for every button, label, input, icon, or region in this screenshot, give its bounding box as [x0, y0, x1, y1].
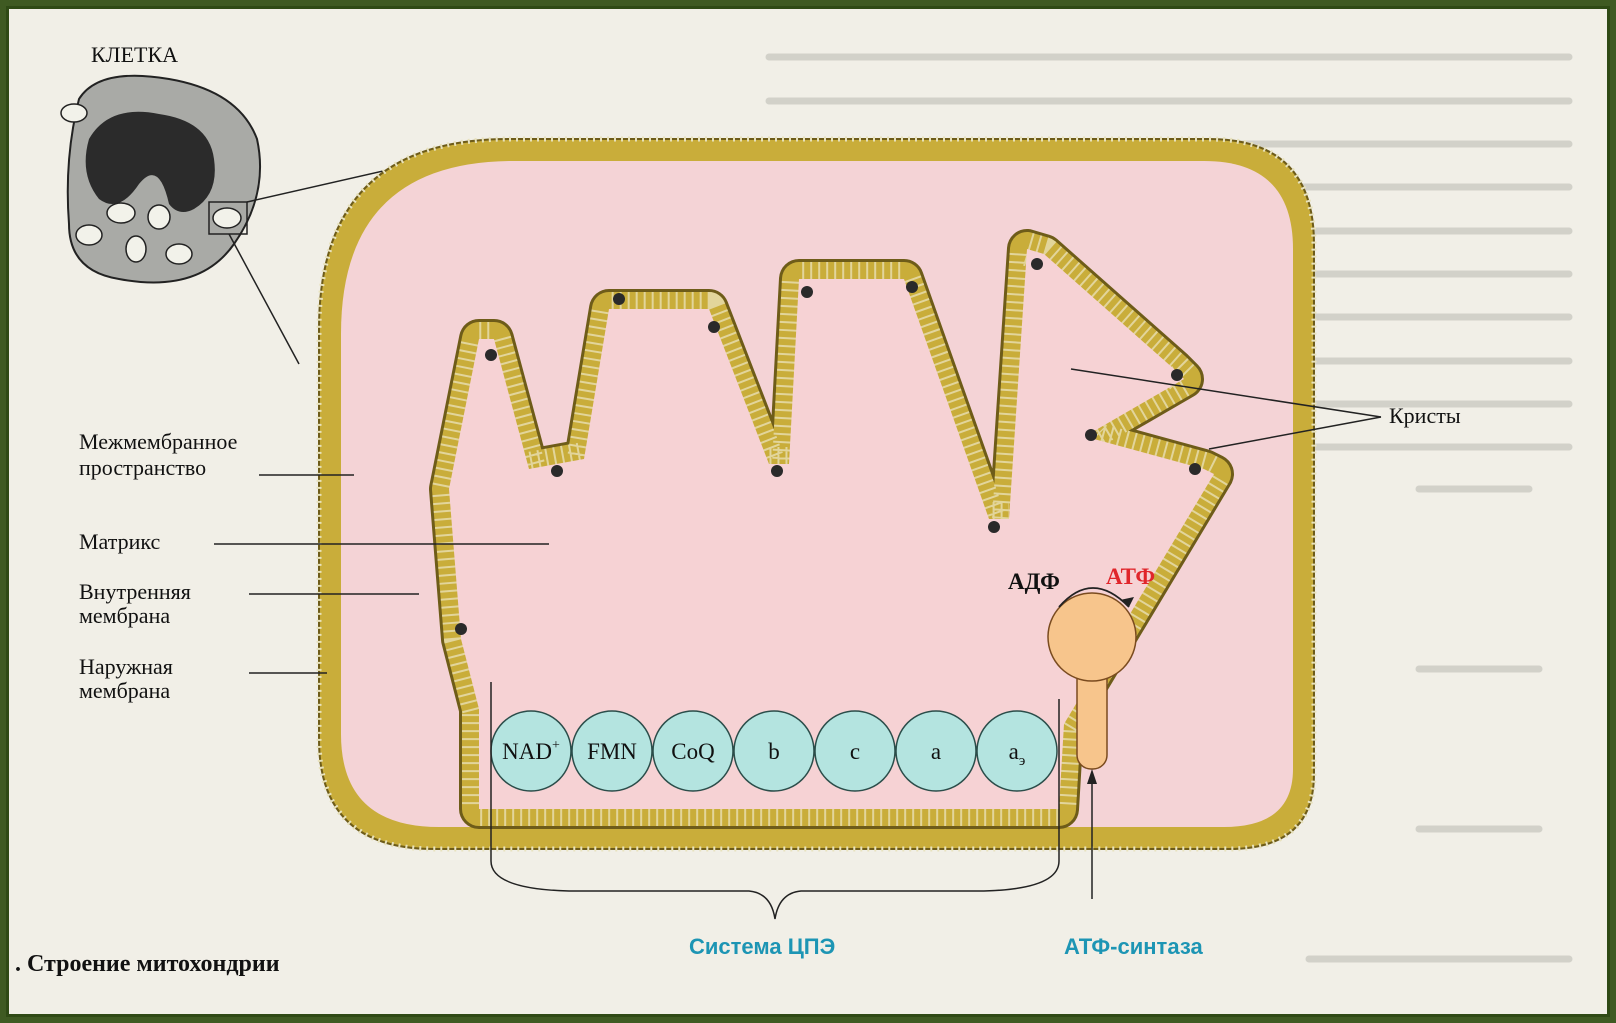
- adp-label: АДФ: [1008, 569, 1060, 594]
- left-labels: Межмембранное пространство Матрикс Внутр…: [79, 429, 237, 703]
- etc-complex-label-3: b: [768, 739, 780, 764]
- label-atp-synthase: АТФ-синтаза: [1064, 934, 1203, 959]
- atp-synthase-head: [1048, 593, 1136, 681]
- label-intermembrane-2: пространство: [79, 455, 206, 480]
- label-inner-2: мембрана: [79, 603, 170, 628]
- etc-complex-label-4: c: [850, 739, 860, 764]
- figure-frame: КЛЕТКА: [6, 6, 1610, 1017]
- label-inner-1: Внутренняя: [79, 579, 191, 604]
- etc-complex-label-5: a: [931, 739, 941, 764]
- label-matrix: Матрикс: [79, 529, 161, 554]
- cell-title: КЛЕТКА: [91, 42, 178, 67]
- atp-label: АТФ: [1106, 564, 1155, 589]
- etc-complex-label-1: FMN: [587, 739, 637, 764]
- label-etc-system: Система ЦПЭ: [689, 934, 835, 959]
- etc-complex-label-2: CoQ: [671, 739, 715, 764]
- label-outer-1: Наружная: [79, 654, 173, 679]
- etc-complex-label-0: NAD+: [502, 738, 560, 764]
- label-cristae: Кристы: [1389, 403, 1461, 428]
- label-intermembrane-1: Межмембранное: [79, 429, 237, 454]
- label-outer-2: мембрана: [79, 678, 170, 703]
- figure-caption: . Строение митохондрии: [15, 951, 280, 977]
- mitochondrion-diagram: КЛЕТКА: [9, 9, 1607, 1014]
